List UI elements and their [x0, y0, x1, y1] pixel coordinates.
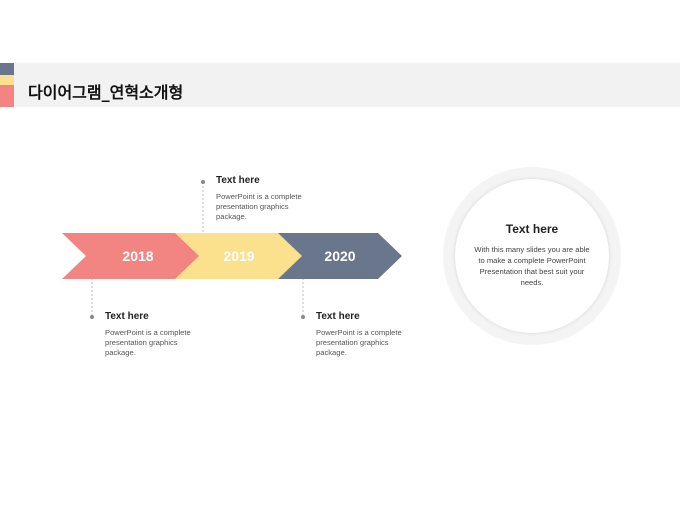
timeline-year-2019: 2019: [223, 248, 254, 264]
page-title: 다이어그램_연혁소개형: [28, 83, 184, 102]
connector-dot-2018: [90, 315, 94, 319]
callout-2020: Text here PowerPoint is a complete prese…: [316, 311, 426, 358]
callout-2018: Text here PowerPoint is a complete prese…: [105, 311, 215, 358]
callout-text: PowerPoint is a complete presentation gr…: [316, 328, 402, 357]
callout-text: PowerPoint is a complete presentation gr…: [105, 328, 191, 357]
callout-2019: Text here PowerPoint is a complete prese…: [216, 175, 326, 222]
timeline-arrow-2019: [164, 233, 302, 279]
callout-text: PowerPoint is a complete presentation gr…: [216, 192, 302, 221]
timeline-year-2020: 2020: [324, 248, 355, 264]
timeline-arrow-2020: [262, 233, 402, 279]
timeline-arrow-2018: [62, 233, 199, 279]
callout-heading: Text here: [316, 311, 360, 322]
timeline-year-2018: 2018: [122, 248, 153, 264]
callout-heading: Text here: [105, 311, 149, 322]
callout-heading: Text here: [216, 175, 260, 186]
summary-text: With this many slides you are able to ma…: [474, 245, 590, 287]
summary-heading: Text here: [505, 222, 559, 236]
summary-circle: [455, 179, 609, 333]
title-accent-yellow: [0, 75, 14, 85]
connector-dot-2019: [201, 180, 205, 184]
title-accent-pink: [0, 85, 14, 107]
title-accent-slate: [0, 63, 14, 75]
title-bar: [0, 63, 680, 107]
connector-dot-2020: [301, 315, 305, 319]
